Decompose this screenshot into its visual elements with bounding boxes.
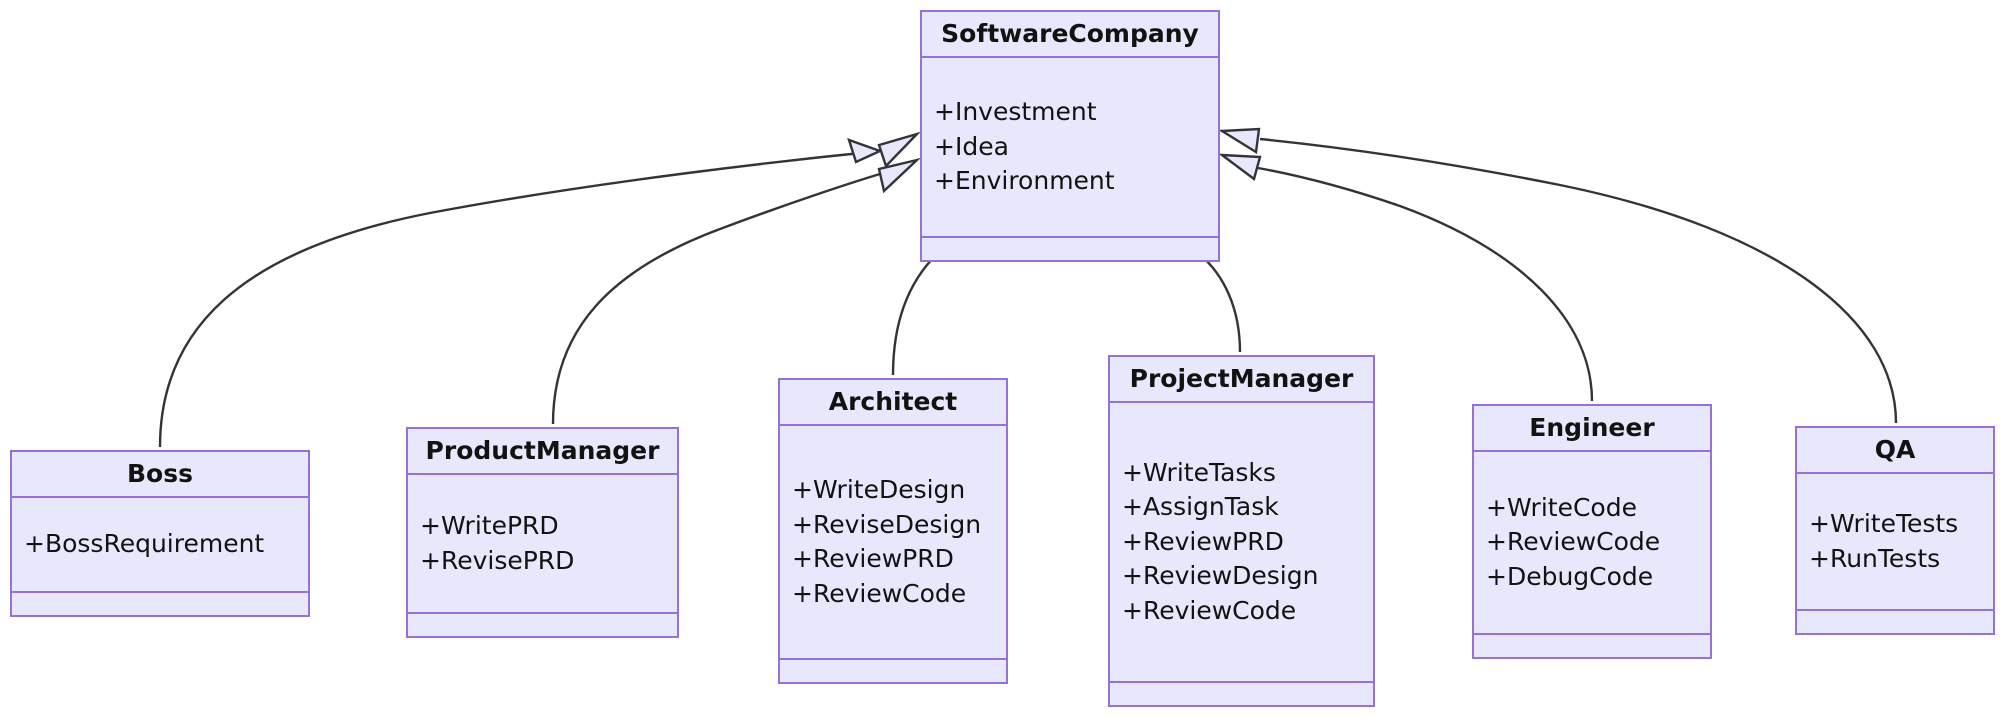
class-attribute: +Idea (934, 131, 1009, 161)
class-attribute: +ReviewDesign (1122, 561, 1319, 591)
class-methods (922, 238, 1218, 260)
class-title: Engineer (1474, 406, 1710, 452)
class-attribute: +AssignTask (1122, 492, 1279, 522)
class-attribute: +ReviewPRD (1122, 526, 1284, 556)
class-title: Architect (780, 380, 1006, 426)
class-attribute: +DebugCode (1486, 561, 1654, 591)
class-attributes: +Investment +Idea +Environment (922, 58, 1218, 238)
class-attributes: +WriteCode +ReviewCode +DebugCode (1474, 452, 1710, 635)
uml-class-project-manager[interactable]: ProjectManager +WriteTasks +AssignTask +… (1108, 355, 1375, 707)
class-attributes: +WriteDesign +ReviseDesign +ReviewPRD +R… (780, 426, 1006, 660)
class-attributes: +WriteTasks +AssignTask +ReviewPRD +Revi… (1110, 403, 1373, 683)
uml-class-software-company[interactable]: SoftwareCompany +Investment +Idea +Envir… (920, 10, 1220, 262)
class-attribute: +BossRequirement (24, 529, 265, 559)
class-attribute: +Investment (934, 97, 1097, 127)
class-methods (780, 660, 1006, 682)
uml-class-architect[interactable]: Architect +WriteDesign +ReviseDesign +Re… (778, 378, 1008, 684)
class-attribute: +ReviewCode (1122, 595, 1297, 625)
class-methods (1474, 635, 1710, 657)
class-title: ProjectManager (1110, 357, 1373, 403)
class-attribute: +WriteTasks (1122, 457, 1276, 487)
class-title: ProductManager (408, 429, 677, 475)
class-attributes: +BossRequirement (12, 498, 308, 593)
class-methods (12, 593, 308, 615)
class-attribute: +ReviewCode (1486, 527, 1661, 557)
class-attributes: +WritePRD +RevisePRD (408, 475, 677, 614)
class-title: QA (1797, 428, 1993, 474)
class-methods (1110, 683, 1373, 705)
class-title: Boss (12, 452, 308, 498)
uml-class-product-manager[interactable]: ProductManager +WritePRD +RevisePRD (406, 427, 679, 638)
class-attribute: +WritePRD (420, 511, 559, 540)
class-attribute: +RevisePRD (420, 545, 575, 575)
class-attribute: +WriteTests (1809, 509, 1959, 538)
class-attribute: +RunTests (1809, 543, 1941, 573)
uml-class-qa[interactable]: QA +WriteTests +RunTests (1795, 426, 1995, 635)
class-attribute: +ReviewCode (792, 578, 967, 608)
uml-class-boss[interactable]: Boss +BossRequirement (10, 450, 310, 617)
class-methods (1797, 611, 1993, 633)
class-attribute: +WriteCode (1486, 492, 1637, 522)
class-attribute: +Environment (934, 166, 1115, 196)
class-attributes: +WriteTests +RunTests (1797, 474, 1993, 611)
class-methods (408, 614, 677, 636)
class-attribute: +WriteDesign (792, 475, 966, 504)
class-title: SoftwareCompany (922, 12, 1218, 58)
class-attribute: +ReviewPRD (792, 544, 954, 573)
class-attribute: +ReviseDesign (792, 509, 982, 539)
uml-class-engineer[interactable]: Engineer +WriteCode +ReviewCode +DebugCo… (1472, 404, 1712, 659)
